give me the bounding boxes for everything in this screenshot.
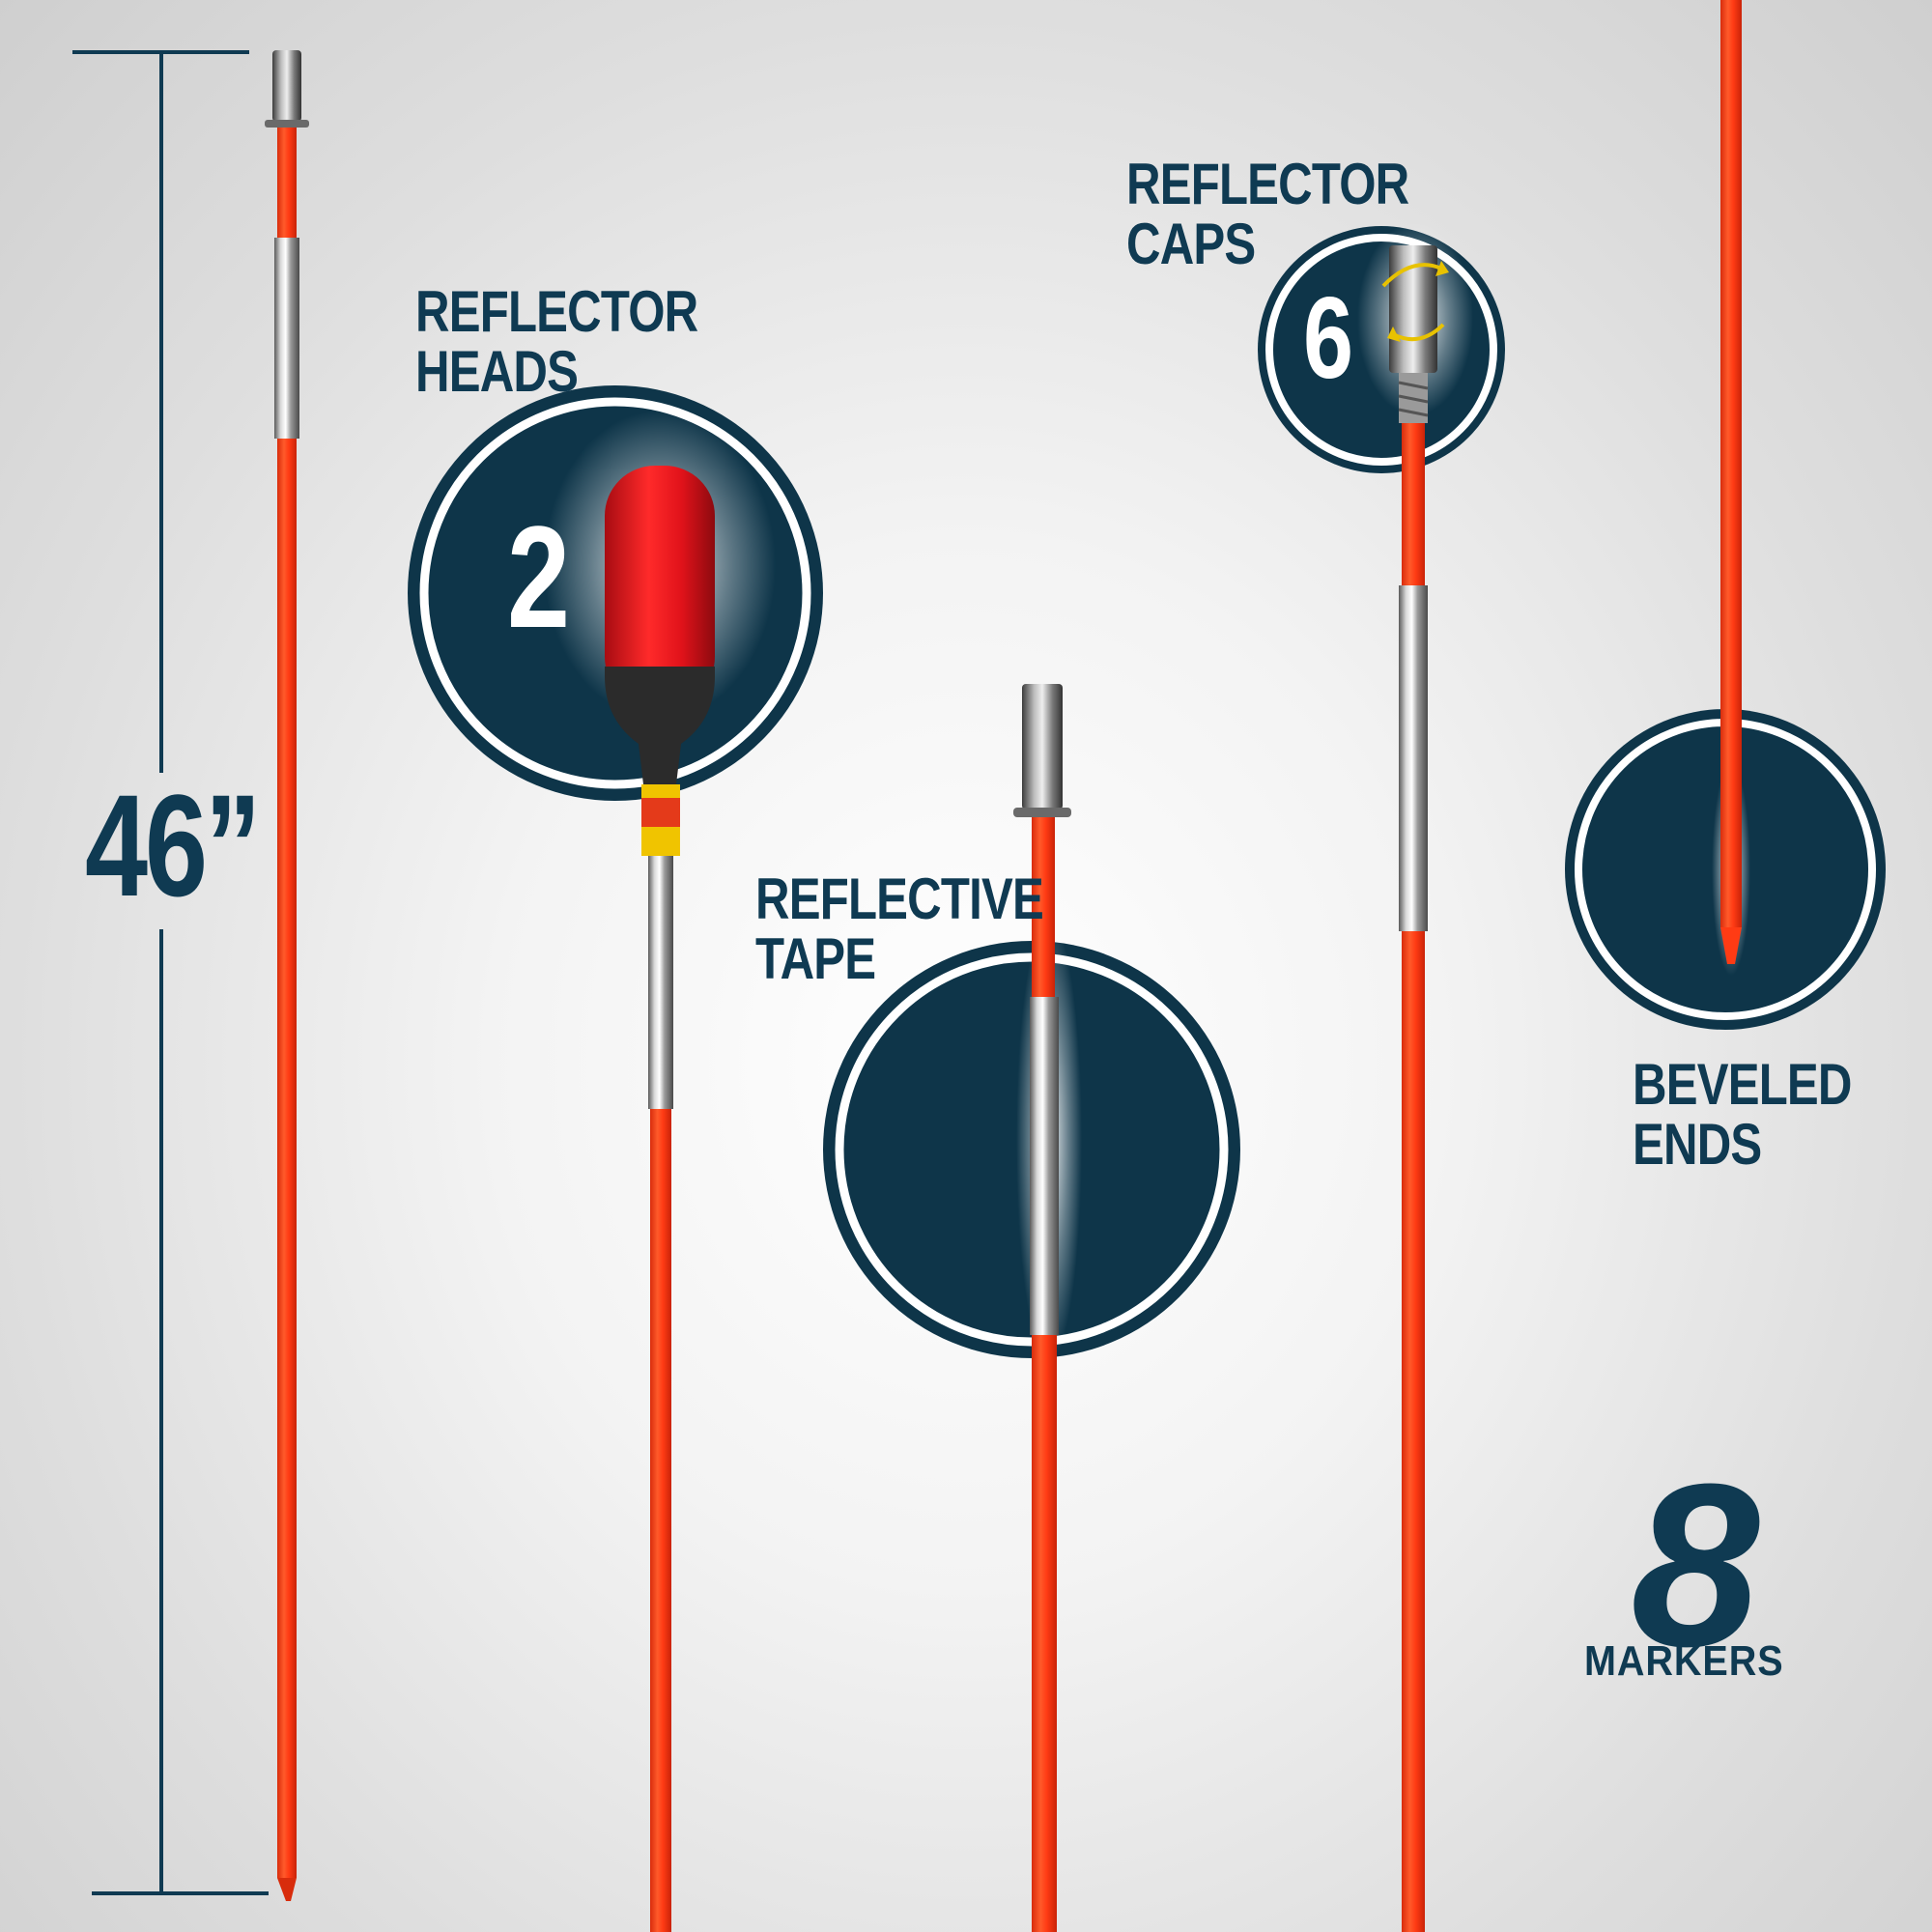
pack-count-label: MARKERS bbox=[1584, 1637, 1784, 1685]
reflective-tape-line1: REFLECTIVE bbox=[755, 867, 1044, 931]
reflector-heads-count: 2 bbox=[507, 496, 571, 658]
beveled-ends-badge bbox=[1565, 0, 1886, 1030]
reflector-heads-label: REFLECTOR HEADS bbox=[415, 279, 698, 404]
length-label: 46” bbox=[85, 764, 261, 926]
beveled-ends-line1: BEVELED bbox=[1633, 1052, 1852, 1117]
reflective-tape-label: REFLECTIVE TAPE bbox=[755, 867, 1044, 991]
rotate-arrow-icon bbox=[1381, 263, 1442, 288]
reflector-caps-line1: REFLECTOR bbox=[1126, 152, 1409, 216]
beveled-ends-label: BEVELED ENDS bbox=[1633, 1055, 1852, 1175]
reflector-caps-label: REFLECTOR CAPS bbox=[1126, 152, 1409, 276]
reflector-cap bbox=[1389, 245, 1437, 373]
dimension-line bbox=[72, 50, 269, 1895]
rod1-cap bbox=[272, 50, 301, 122]
pack-count: 8 bbox=[1631, 1435, 1760, 1694]
full-marker-rod bbox=[265, 50, 309, 1901]
reflector-caps-badge bbox=[1258, 222, 1505, 1932]
rod1-beveled-tip bbox=[277, 1878, 297, 1901]
reflector-caps-count: 6 bbox=[1303, 273, 1354, 403]
reflector-heads-badge bbox=[408, 385, 823, 1932]
reflector-heads-line2: HEADS bbox=[415, 339, 579, 404]
reflective-tape-badge bbox=[823, 684, 1240, 1932]
reflector-heads-line1: REFLECTOR bbox=[415, 279, 698, 344]
reflective-tape-line2: TAPE bbox=[755, 926, 876, 991]
reflective-tape-strip bbox=[1030, 997, 1059, 1335]
beveled-tip bbox=[1720, 927, 1742, 964]
rod1-reflective-tape bbox=[274, 238, 299, 439]
beveled-ends-line2: ENDS bbox=[1633, 1112, 1762, 1177]
reflector-caps-line2: CAPS bbox=[1126, 212, 1256, 276]
reflector-head bbox=[605, 466, 715, 707]
